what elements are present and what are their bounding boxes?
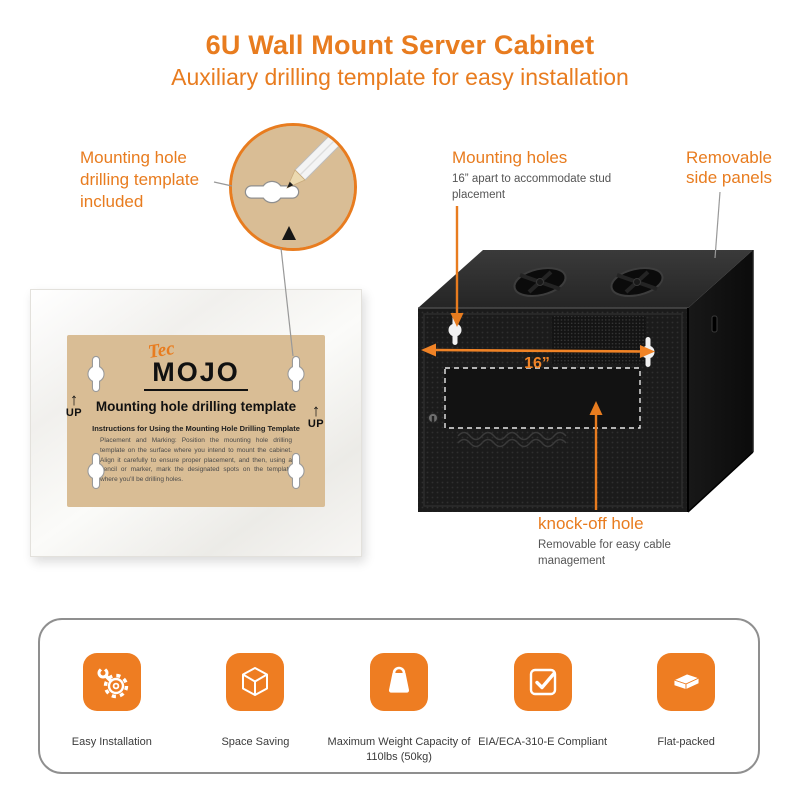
feature-icon-box [369, 653, 428, 711]
callout-template-included: Mounting hole drilling template included [80, 148, 200, 211]
feature-icon-box [513, 653, 572, 711]
feature-flat-packed: Flat-packed [614, 653, 758, 750]
inset-keyhole-slot [244, 180, 300, 204]
template-arrow-mark [282, 226, 296, 240]
feature-icon-box [82, 653, 141, 711]
up-label: UP [65, 407, 83, 419]
up-arrow-icon: ↑ [69, 390, 79, 409]
feature-easy-installation: Easy Installation [40, 653, 184, 750]
flat-box-icon [673, 673, 700, 690]
feature-label: Easy Installation [71, 736, 152, 748]
knockoff-panel-outline [444, 367, 641, 429]
callout-title: Removable side panels [686, 148, 773, 187]
cube-icon [242, 667, 269, 696]
top-fan-cutout-right [610, 267, 664, 297]
keyhole-top-left [86, 355, 106, 393]
zoom-inset-circle [229, 123, 357, 251]
keyhole-top-right [286, 355, 306, 393]
template-title: Mounting hole drilling template [95, 399, 297, 414]
template-printed-area: Tec MOJO Mounting hole drilling template… [67, 335, 325, 507]
pencil-marking-illustration [232, 126, 354, 248]
top-fan-cutout-left [513, 267, 567, 297]
brand-logo: Tec MOJO [144, 338, 248, 393]
up-indicator-left: ↑ UP [59, 390, 89, 419]
wrench-gear-icon [97, 664, 128, 699]
feature-icon-box [657, 653, 716, 711]
cabinet-side-panel [688, 250, 753, 512]
page-title: 6U Wall Mount Server Cabinet [205, 30, 595, 60]
feature-label: Flat-packed [657, 736, 715, 748]
side-panel-latch [711, 315, 718, 333]
callout-desc: 16” apart to accommodate stud placement [452, 173, 612, 201]
feature-icon-box [226, 653, 285, 711]
callout-mounting-holes: Mounting holes 16” apart to accommodate … [452, 148, 627, 203]
weight-icon [388, 666, 410, 693]
page-subtitle: Auxiliary drilling template for easy ins… [171, 64, 629, 90]
feature-weight-capacity: Maximum Weight Capacity of 110lbs (50kg) [327, 653, 471, 765]
feature-label: EIA/ECA-310-E Compliant [478, 736, 608, 748]
callout-title: knock-off hole [538, 514, 644, 533]
drilling-template-sheet: Tec MOJO Mounting hole drilling template… [30, 289, 362, 557]
callout-knockoff-hole: knock-off hole Removable for easy cable … [538, 514, 688, 569]
up-indicator-right: ↑ UP [301, 401, 331, 430]
feature-label: Space Saving [221, 736, 290, 748]
front-mesh-vent [552, 316, 646, 364]
template-instructions-body: Placement and Marking: Position the moun… [100, 437, 292, 483]
dimension-label: 16” [524, 355, 550, 372]
keyhole-bottom-right [286, 452, 306, 490]
feature-compliance: EIA/ECA-310-E Compliant [471, 653, 615, 750]
features-bar: Easy Installation Space Saving [38, 618, 760, 774]
keyhole-bottom-left [86, 452, 106, 490]
vent-squiggle [457, 431, 567, 448]
cabinet-top-panel [418, 250, 753, 308]
brand-block-text: MOJO [144, 357, 248, 391]
callout-desc: Removable for easy cable management [538, 539, 671, 567]
template-instructions-heading: Instructions for Using the Mounting Hole… [92, 424, 300, 433]
callout-title: Mounting holes [452, 148, 568, 167]
feature-space-saving: Space Saving [184, 653, 328, 750]
check-icon [529, 668, 556, 696]
feature-label: Maximum Weight Capacity of 110lbs (50kg) [327, 736, 471, 763]
server-cabinet-illustration [418, 250, 754, 513]
callout-side-panels: Removable side panels [686, 148, 776, 188]
up-label: UP [307, 418, 325, 430]
door-lock [428, 413, 438, 423]
up-arrow-icon: ↑ [311, 401, 321, 420]
